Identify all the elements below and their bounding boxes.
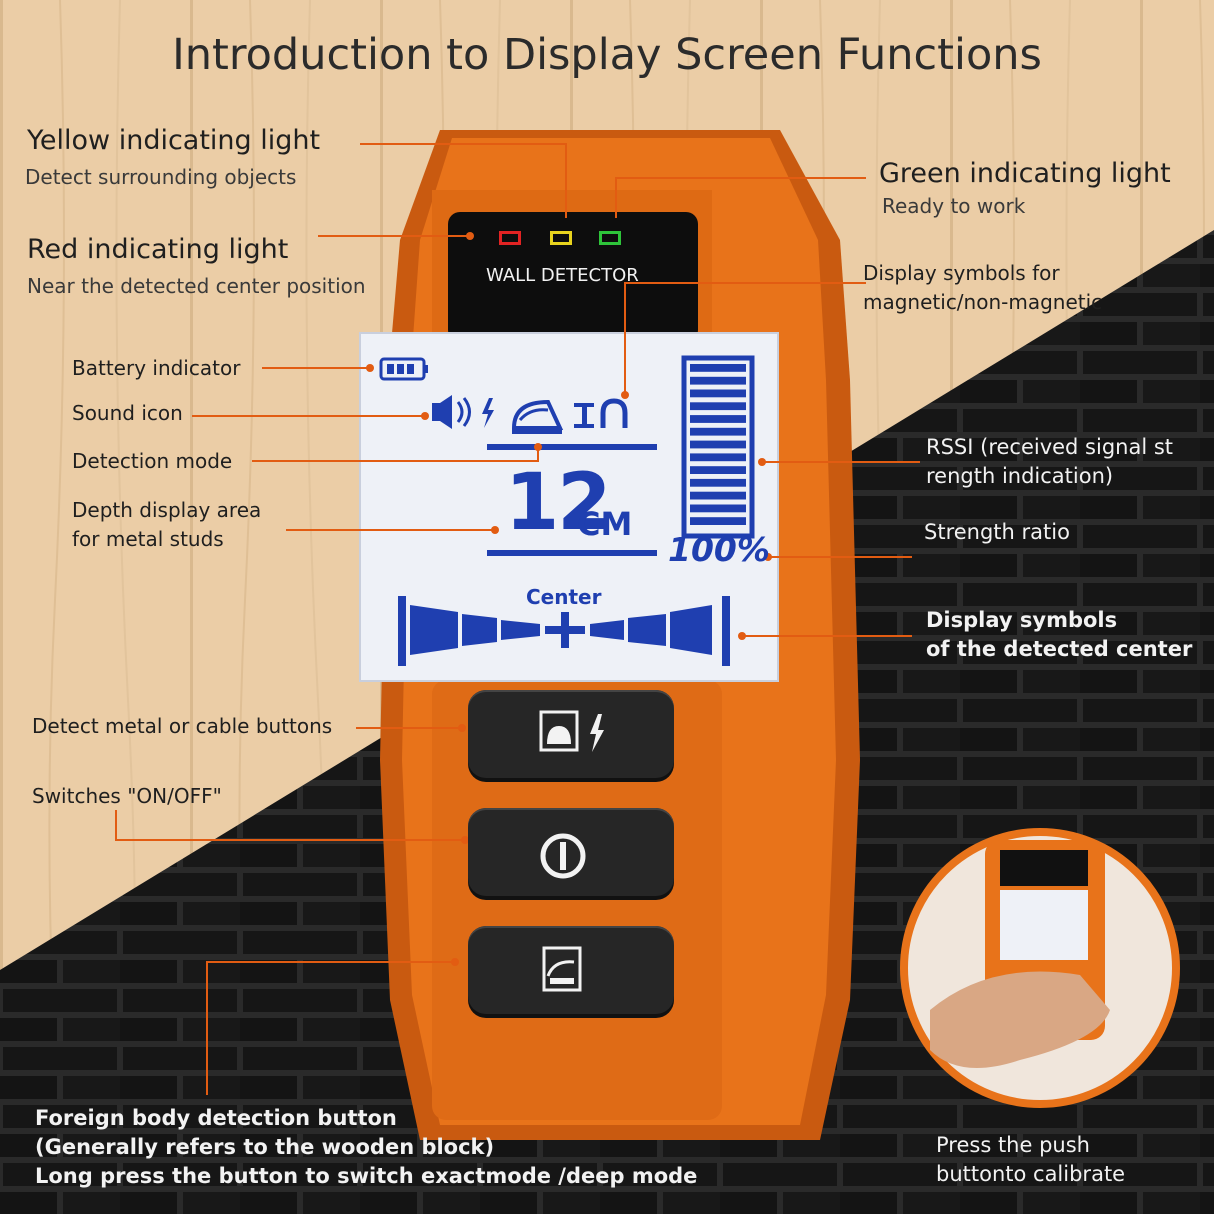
red-light-title: Red indicating light	[27, 234, 289, 265]
calibrate-photo	[900, 828, 1180, 1108]
yellow-light-title: Yellow indicating light	[27, 125, 321, 156]
depth-unit: CM	[577, 505, 633, 543]
metal-cable-icon	[539, 710, 604, 752]
green-light-desc: Ready to work	[882, 194, 1026, 218]
foreign-body-line2: (Generally refers to the wooden block)	[35, 1135, 495, 1159]
rssi-bar	[690, 389, 746, 398]
green-light-title: Green indicating light	[879, 158, 1171, 189]
power-icon	[540, 833, 586, 879]
rssi-bar	[690, 517, 746, 525]
metal-cable-detect-button[interactable]	[468, 690, 674, 778]
rssi-bar	[690, 364, 746, 372]
strength-percent: 100%	[668, 530, 770, 569]
center-symbols-line2: of the detected center	[926, 637, 1193, 661]
depth-area-line2: for metal studs	[72, 527, 224, 551]
depth-underline	[487, 550, 657, 556]
magnetic-symbols-line1: Display symbols for	[863, 261, 1060, 285]
lightning-icon	[482, 398, 494, 428]
center-label: Center	[526, 585, 602, 609]
center-indicator	[398, 596, 730, 666]
magnetic-symbols-line2: magnetic/non-magnetic	[863, 290, 1103, 314]
rssi-bar	[690, 402, 746, 411]
yellow-led	[550, 231, 572, 245]
red-led	[499, 231, 521, 245]
mode-underline	[487, 444, 657, 450]
yellow-light-desc: Detect surrounding objects	[25, 165, 297, 189]
sound-icon-label: Sound icon	[72, 401, 183, 425]
center-symbols-line1: Display symbols	[926, 608, 1118, 632]
device-label: WALL DETECTOR	[486, 265, 639, 286]
foreign-body-line3: Long press the button to switch exactmod…	[35, 1164, 698, 1188]
depth-area-line1: Depth display area	[72, 498, 262, 522]
power-button[interactable]	[468, 808, 674, 896]
sound-icon	[432, 395, 471, 429]
calibrate-line1: Press the push	[936, 1133, 1090, 1157]
rssi-bar	[690, 466, 746, 474]
metal-cable-buttons-label: Detect metal or cable buttons	[32, 714, 333, 738]
battery-indicator-label: Battery indicator	[72, 356, 241, 380]
non-magnetic-icon	[574, 403, 594, 428]
battery-icon	[379, 357, 428, 381]
detection-mode-label: Detection mode	[72, 449, 233, 473]
strength-ratio-label: Strength ratio	[924, 520, 1070, 544]
calibrate-line2: buttonto calibrate	[936, 1162, 1126, 1186]
rssi-bar	[690, 478, 746, 487]
rssi-bar	[690, 415, 746, 423]
rssi-bar	[690, 491, 746, 500]
foreign-body-line1: Foreign body detection button	[35, 1106, 397, 1130]
rssi-bar	[690, 453, 746, 462]
wood-detect-button[interactable]	[468, 926, 674, 1014]
wood-mode-icon	[511, 399, 564, 434]
green-led	[599, 231, 621, 245]
rssi-bars	[681, 355, 755, 539]
depth-value: 12	[505, 458, 612, 548]
magnetic-icon	[600, 398, 628, 428]
leader-dots	[366, 232, 772, 966]
switches-label: Switches "ON/OFF"	[32, 784, 222, 808]
rssi-bar	[690, 504, 746, 513]
rssi-line2: rength indication)	[926, 464, 1114, 488]
rssi-bar	[690, 440, 746, 449]
rssi-bar	[690, 427, 746, 436]
rssi-bar	[690, 376, 746, 385]
red-light-desc: Near the detected center position	[27, 274, 366, 298]
rssi-line1: RSSI (received signal st	[926, 435, 1174, 459]
page-title: Introduction to Display Screen Functions	[172, 30, 1042, 80]
leader-lines	[115, 143, 920, 1095]
wood-detect-icon	[542, 946, 582, 992]
